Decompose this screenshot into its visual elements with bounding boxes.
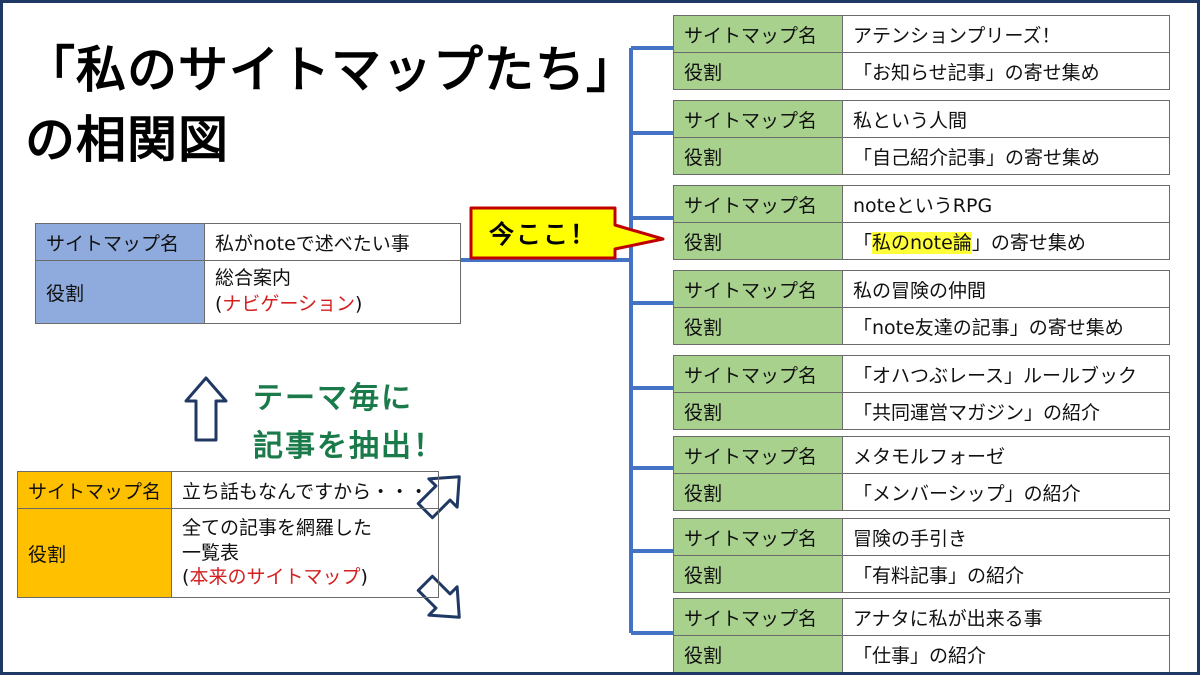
sitemap-role-label: 役割 (673, 392, 843, 430)
connector-lines (461, 46, 673, 635)
sitemap-name-label: サイトマップ名 (673, 100, 843, 138)
sitemap-role-label: 役割 (673, 137, 843, 175)
master-name-row: サイトマップ名 立ち話もなんですから・・・ (16, 471, 440, 509)
sitemap-name-label: サイトマップ名 (673, 436, 843, 474)
sitemap-box-6: サイトマップ名メタモルフォーゼ 役割「メンバーシップ」の紹介 (673, 436, 1170, 511)
sitemap-role: 「note友達の記事」の寄せ集め (842, 307, 1170, 345)
sitemap-role: 「自己紹介記事」の寄せ集め (842, 137, 1170, 175)
sitemap-name-label: サイトマップ名 (673, 185, 843, 223)
center-role-row: 役割 総合案内 (ナビゲーション) (35, 260, 461, 324)
sitemap-role: 「共同運営マガジン」の紹介 (842, 392, 1170, 430)
role-open: 「 (853, 231, 873, 254)
master-role-label: 役割 (16, 508, 173, 598)
title-line-1: 「私のサイトマップたち」 (25, 41, 637, 99)
sitemap-name-label: サイトマップ名 (673, 518, 843, 556)
sitemap-name-label: サイトマップ名 (673, 355, 843, 393)
paren-open: ( (182, 566, 190, 589)
sitemap-name: アテンションプリーズ！ (842, 15, 1170, 53)
sitemap-role: 「メンバーシップ」の紹介 (842, 473, 1170, 511)
role-rest: 」の寄せ集め (971, 231, 1086, 254)
master-name-value: 立ち話もなんですから・・・ (171, 471, 440, 509)
sitemap-name-label: サイトマップ名 (673, 598, 843, 636)
callout-bubble (469, 206, 665, 260)
sitemap-box-1: サイトマップ名アテンションプリーズ！ 役割「お知らせ記事」の寄せ集め (673, 15, 1170, 90)
sitemap-name: 「オハつぶレース」ルールブック (842, 355, 1170, 393)
master-role-line-2: 一覧表 (182, 541, 240, 564)
sitemap-role-label: 役割 (673, 52, 843, 90)
master-role-row: 役割 全ての記事を網羅した 一覧表 (本来のサイトマップ) (16, 508, 440, 598)
sitemap-role-label: 役割 (673, 222, 843, 260)
paren-close: ) (355, 293, 363, 315)
center-name-label: サイトマップ名 (35, 223, 205, 261)
sitemap-role: 「私のnote論」の寄せ集め (842, 222, 1170, 260)
sitemap-role-label: 役割 (673, 473, 843, 511)
sitemap-name: アナタに私が出来る事 (842, 598, 1170, 636)
sitemap-name: 私という人間 (842, 100, 1170, 138)
master-sitemap-box: サイトマップ名 立ち話もなんですから・・・ 役割 全ての記事を網羅した 一覧表 … (16, 471, 440, 598)
master-role-line-3: (本来のサイトマップ) (182, 565, 428, 590)
sitemap-box-4: サイトマップ名私の冒険の仲間 役割「note友達の記事」の寄せ集め (673, 270, 1170, 345)
sitemap-role: 「お知らせ記事」の寄せ集め (842, 52, 1170, 90)
sitemap-name: noteというRPG (842, 185, 1170, 223)
sitemap-name-label: サイトマップ名 (673, 15, 843, 53)
sitemap-box-8: サイトマップ名アナタに私が出来る事 役割「仕事」の紹介 (673, 598, 1170, 672)
callout-label: 今ここ！ (488, 220, 597, 249)
paren-close: ) (360, 566, 368, 589)
master-name-label: サイトマップ名 (16, 471, 173, 509)
center-role-line-1: 総合案内 (215, 267, 292, 290)
up-arrow-icon (184, 376, 228, 442)
master-role-value: 全ての記事を網羅した 一覧表 (本来のサイトマップ) (171, 508, 440, 598)
sitemap-role: 「有料記事」の紹介 (842, 555, 1170, 593)
sitemap-role-label: 役割 (673, 555, 843, 593)
title-line-2: の相関図 (25, 111, 229, 169)
master-role-highlight: 本来のサイトマップ (189, 566, 361, 589)
sitemap-role-label: 役割 (673, 307, 843, 345)
center-role-highlight: ナビゲーション (222, 293, 356, 315)
sitemap-role-label: 役割 (673, 635, 843, 672)
sitemap-box-7: サイトマップ名冒険の手引き 役割「有料記事」の紹介 (673, 518, 1170, 593)
center-role-value: 総合案内 (ナビゲーション) (204, 260, 461, 324)
connector-diagram (184, 46, 673, 635)
sitemap-role: 「仕事」の紹介 (842, 635, 1170, 672)
sitemap-name: 冒険の手引き (842, 518, 1170, 556)
sitemap-name: メタモルフォーゼ (842, 436, 1170, 474)
center-name-row: サイトマップ名 私がnoteで述べたい事 (35, 223, 461, 261)
sitemap-name-label: サイトマップ名 (673, 270, 843, 308)
center-sitemap-box: サイトマップ名 私がnoteで述べたい事 役割 総合案内 (ナビゲーション) (35, 223, 461, 324)
center-name-value: 私がnoteで述べたい事 (204, 223, 461, 261)
master-role-line-1: 全ての記事を網羅した (182, 516, 373, 539)
extract-text-line-1: テーマ毎に (253, 381, 413, 416)
extract-text-line-2: 記事を抽出！ (253, 429, 445, 464)
paren-open: ( (215, 293, 223, 315)
sitemap-name: 私の冒険の仲間 (842, 270, 1170, 308)
role-highlight: 私のnote論 (872, 231, 972, 254)
sitemap-box-2: サイトマップ名私という人間 役割「自己紹介記事」の寄せ集め (673, 100, 1170, 175)
center-role-label: 役割 (35, 260, 205, 324)
center-role-line-2: (ナビゲーション) (215, 292, 450, 318)
sitemap-box-5: サイトマップ名「オハつぶレース」ルールブック 役割「共同運営マガジン」の紹介 (673, 355, 1170, 430)
